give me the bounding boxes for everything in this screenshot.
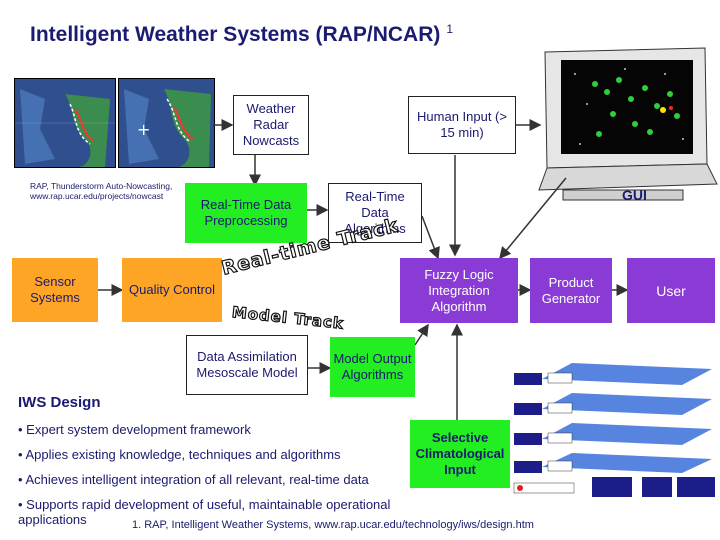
iws-bullet-2: • Applies existing knowledge, techniques… [18,447,341,462]
realtime-algorithms-box: Real-Time Data Algorithms [328,183,422,243]
radar-reference-line1: RAP, Thunderstorm Auto-Nowcasting, [30,181,173,191]
quality-control-label: Quality Control [129,282,215,297]
title-footnote-mark: 1 [446,22,454,36]
radar-map-left [15,79,115,167]
title-text: Intelligent Weather Systems (RAP/NCAR) [30,23,441,46]
model-output-label: Model Output Algorithms [333,351,412,382]
gui-label: GUI [622,187,647,203]
weather-radar-nowcasts-label: Weather Radar Nowcasts [242,101,300,148]
radar-image-left [14,78,116,168]
iws-bullet-1: • Expert system development framework [18,422,251,437]
realtime-preprocessing-label: Real-Time Data Preprocessing [200,197,292,228]
integration-diagram-image [512,355,717,500]
radar-reference-line2: www.rap.ucar.edu/projects/nowcast [30,191,164,201]
product-generator-box: Product Generator [530,258,612,323]
climatological-box: Selective Climatological Input [410,420,510,488]
user-label: User [656,282,686,299]
radar-image-right: + [118,78,215,168]
model-output-box: Model Output Algorithms [330,337,415,397]
user-box: User [627,258,715,323]
human-input-box: Human Input (> 15 min) [408,96,516,154]
iws-bullet-4: • Supports rapid development of useful, … [18,497,391,527]
human-input-label: Human Input (> 15 min) [417,109,507,140]
fuzzy-logic-label: Fuzzy Logic Integration Algorithm [424,266,494,314]
data-assimilation-box: Data Assimilation Mesoscale Model [186,335,308,395]
realtime-algorithms-label: Real-Time Data Algorithms [344,189,406,236]
monitor-icon [538,47,718,201]
data-assimilation-label: Data Assimilation Mesoscale Model [196,349,298,380]
sensor-systems-label: Sensor Systems [30,274,80,305]
climatological-label: Selective Climatological Input [415,430,505,477]
sensor-systems-box: Sensor Systems [12,258,98,322]
weather-radar-nowcasts-box: Weather Radar Nowcasts [233,95,309,155]
iws-bullet-3: • Achieves intelligent integration of al… [18,472,369,487]
fuzzy-logic-box: Fuzzy Logic Integration Algorithm [400,258,518,323]
radar-map-right: + [119,79,214,167]
iws-design-heading: IWS Design [18,394,101,411]
radar-reference: RAP, Thunderstorm Auto-Nowcasting, www.r… [30,181,172,201]
product-generator-label: Product Generator [541,274,601,306]
footnote: 1. RAP, Intelligent Weather Systems, www… [132,519,534,531]
realtime-preprocessing-box: Real-Time Data Preprocessing [185,183,307,243]
svg-text:+: + [137,120,150,139]
page-title: Intelligent Weather Systems (RAP/NCAR) 1 [30,22,453,47]
quality-control-box: Quality Control [122,258,222,322]
